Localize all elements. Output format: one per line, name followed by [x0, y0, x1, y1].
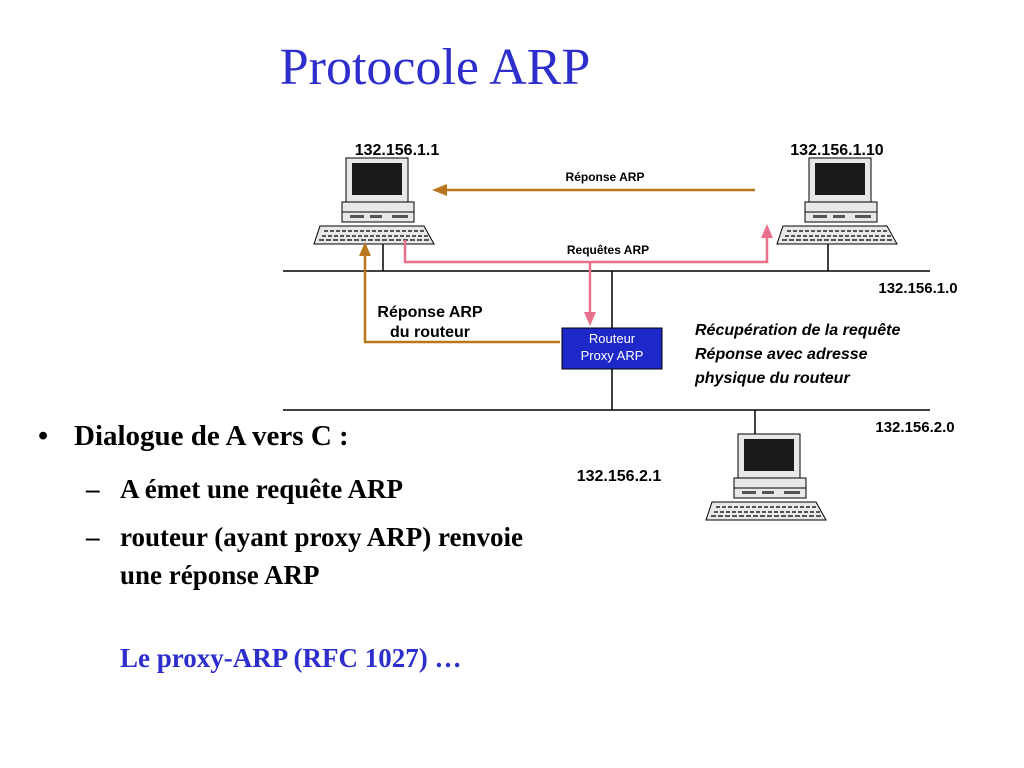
bullet-main: • Dialogue de A vers C :	[38, 420, 349, 453]
sub-bullet-1: – A émet une requête ARP	[86, 470, 540, 508]
bullet-dot: •	[38, 420, 49, 452]
router-note-line1: Récupération de la requête	[695, 322, 900, 339]
network-bottom-label: 132.156.2.0	[875, 419, 954, 436]
request-arrows	[403, 224, 773, 326]
reply-arrow-label: Réponse ARP	[566, 170, 645, 184]
sub-bullet-1-text: A émet une requête ARP	[120, 474, 403, 504]
reply-arrow	[432, 184, 755, 196]
host-c-ip: 132.156.2.1	[577, 468, 662, 485]
router-box	[561, 327, 663, 370]
host-b-ip: 132.156.1.10	[790, 142, 884, 159]
sub-bullet-dash: –	[86, 474, 100, 504]
router-reply-label-line2: du routeur	[390, 324, 470, 341]
computer-b-icon	[776, 157, 898, 245]
sub-bullet-2-text: routeur (ayant proxy ARP) renvoie une ré…	[120, 522, 523, 590]
proxy-arp-note: Le proxy-ARP (RFC 1027) …	[120, 643, 462, 673]
host-a-ip: 132.156.1.1	[355, 142, 440, 159]
router-reply-label-line1: Réponse ARP	[377, 304, 483, 321]
router-note-line2: Réponse avec adresse	[695, 346, 868, 363]
sub-bullet-2: – routeur (ayant proxy ARP) renvoie une …	[86, 518, 540, 594]
router-reply-arrow	[359, 242, 560, 344]
slide-title: Protocole ARP	[279, 39, 591, 96]
sub-bullet-dash: –	[86, 522, 100, 552]
router-label-line1: Routeur	[589, 331, 636, 346]
network-top-label: 132.156.1.0	[878, 280, 957, 297]
computer-c-icon	[705, 433, 827, 521]
router-note-line3: physique du routeur	[694, 370, 850, 387]
requests-arrow-label: Requêtes ARP	[567, 243, 649, 257]
computer-a-icon	[313, 157, 435, 245]
bullet-main-text: Dialogue de A vers C :	[74, 420, 349, 452]
router-label-line2: Proxy ARP	[581, 348, 644, 363]
